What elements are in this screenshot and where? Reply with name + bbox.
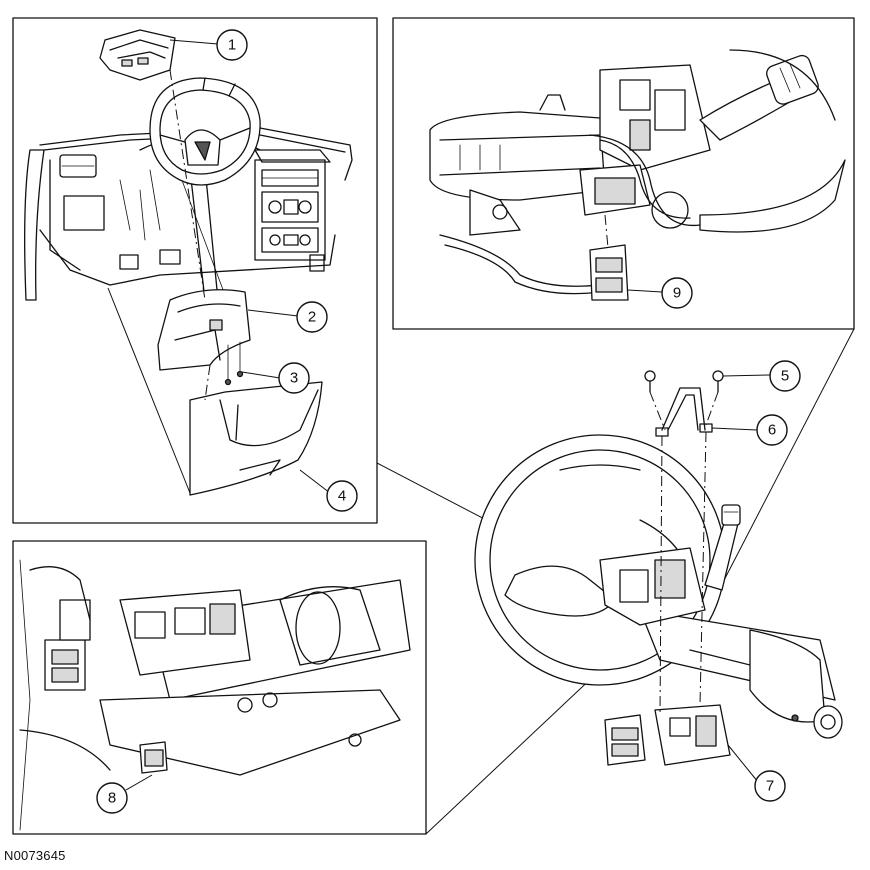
callout-6: 6 xyxy=(756,414,788,446)
upper-connector-illustration xyxy=(429,49,846,301)
leader-dash-2 xyxy=(204,364,211,401)
steering-column-illustration xyxy=(474,370,843,766)
callout-label: 8 xyxy=(108,790,116,807)
callout-1: 1 xyxy=(216,29,248,61)
callout-4: 4 xyxy=(326,480,358,512)
callout-label: 1 xyxy=(228,37,236,54)
leader-3 xyxy=(241,371,281,379)
panel-dashboard xyxy=(12,17,378,524)
leader-5 xyxy=(722,374,771,377)
callout-label: 7 xyxy=(766,778,774,795)
callout-8: 8 xyxy=(96,782,128,814)
leader-2 xyxy=(247,309,299,317)
panel-connector-detail-top xyxy=(392,17,855,330)
leader-8 xyxy=(125,774,153,791)
callout-3: 3 xyxy=(278,362,310,394)
callout-label: 5 xyxy=(781,368,789,385)
leader-dash-6a xyxy=(659,435,663,716)
panel-connector-detail-bottom xyxy=(12,540,427,835)
detail-link-line xyxy=(107,287,191,494)
leader-dash-6b xyxy=(699,431,707,706)
figure-id: N0073645 xyxy=(4,848,66,863)
callout-9: 9 xyxy=(661,277,693,309)
callout-label: 6 xyxy=(768,422,776,439)
callout-5: 5 xyxy=(769,360,801,392)
callout-label: 9 xyxy=(673,285,681,302)
leader-dash-5b xyxy=(705,391,719,426)
callout-label: 2 xyxy=(308,309,316,326)
callout-label: 3 xyxy=(290,370,298,387)
leader-7 xyxy=(727,744,759,783)
leader-6 xyxy=(711,427,758,431)
leader-4 xyxy=(299,469,331,494)
callout-label: 4 xyxy=(338,488,346,505)
detail-link-line xyxy=(719,328,855,589)
callout-7: 7 xyxy=(754,770,786,802)
lower-connector-illustration xyxy=(19,559,411,831)
leader-dash-9 xyxy=(604,214,609,249)
leader-dash-5a xyxy=(649,391,666,431)
leader-9 xyxy=(627,289,663,293)
dashboard-illustration xyxy=(24,29,353,496)
leader-1 xyxy=(169,39,219,45)
callout-2: 2 xyxy=(296,301,328,333)
